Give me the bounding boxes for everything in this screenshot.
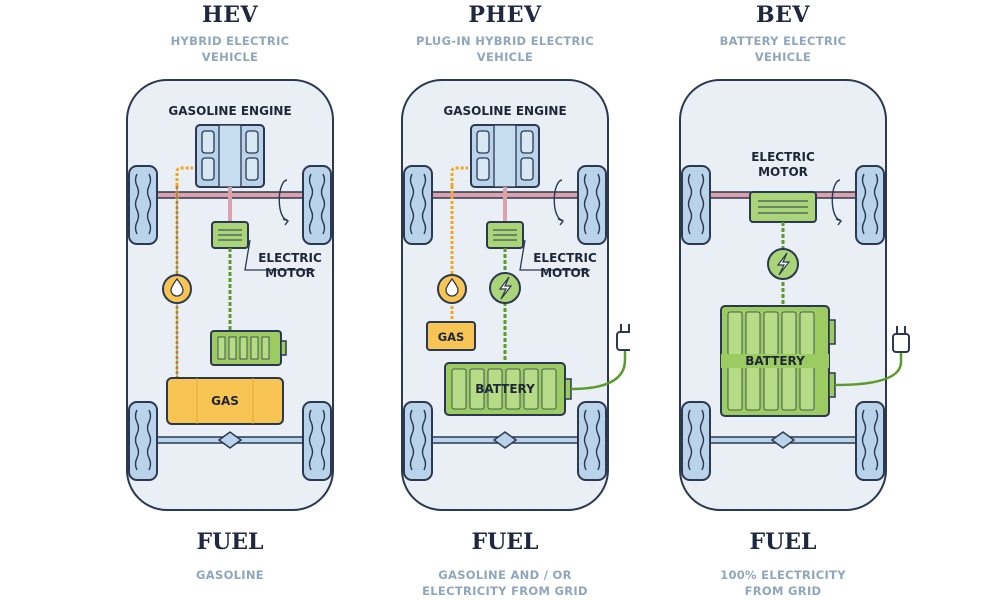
electric-motor (486, 221, 524, 249)
rotation-arrow-icon (553, 179, 563, 221)
battery (210, 330, 287, 366)
battery (444, 362, 572, 416)
charging-cable (834, 352, 903, 387)
battery (720, 305, 836, 417)
bev-title: BEV (756, 2, 810, 28)
rear-differential (217, 431, 243, 449)
hev-column: HEV HYBRID ELECTRIC VEHICLE (105, 0, 355, 600)
hev-subtitle: HYBRID ELECTRIC VEHICLE (170, 34, 290, 64)
electric-motor (211, 221, 249, 249)
gas-label: GAS (211, 394, 239, 408)
battery-label: BATTERY (475, 382, 535, 396)
engine-label: GASOLINE ENGINE (443, 104, 567, 118)
hev-diagram (126, 79, 334, 511)
rotation-arrow-icon (278, 179, 288, 221)
wheel-rear-right (855, 401, 885, 481)
motor-label: ELECTRIC MOTOR (751, 150, 815, 179)
phev-title: PHEV (468, 2, 542, 28)
charging-cable (570, 350, 627, 391)
plug-icon (892, 326, 910, 353)
phev-diagram (401, 79, 630, 511)
electric-motor (749, 191, 817, 223)
wheel-front-right (855, 165, 885, 245)
engine-label: GASOLINE ENGINE (168, 104, 292, 118)
rotation-arrow-icon (831, 179, 841, 221)
phev-subtitle: PLUG-IN HYBRID ELECTRIC VEHICLE (415, 34, 594, 64)
fuel-drop-icon (162, 274, 192, 304)
hev-fuel-title: FUEL (196, 529, 264, 555)
gasoline-engine (195, 124, 265, 188)
gas-tank (166, 377, 284, 425)
gas-label: GAS (437, 330, 465, 344)
rear-differential (492, 431, 518, 449)
wheel-rear-right (302, 401, 332, 481)
plug-icon (616, 324, 630, 351)
gas-tank (426, 321, 476, 351)
phev-column: PHEV PLUG-IN HYBRID ELECTRIC VEHICLE (380, 0, 630, 600)
wheel-front-left (128, 165, 158, 245)
bev-fuel-desc: 100% ELECTRICITY FROM GRID (720, 568, 846, 598)
battery-label: BATTERY (721, 354, 829, 368)
phev-fuel-desc: GASOLINE AND / OR ELECTRICITY FROM GRID (422, 568, 588, 598)
wheel-rear-left (128, 401, 158, 481)
fuel-line (450, 166, 468, 186)
bev-column: BEV BATTERY ELECTRIC VEHICLE (658, 0, 910, 600)
wheel-rear-left (681, 401, 711, 481)
gasoline-engine (470, 124, 540, 188)
wheel-front-left (681, 165, 711, 245)
fuel-drop-icon (437, 274, 467, 304)
hev-title: HEV (201, 2, 259, 28)
lightning-bolt-icon (489, 272, 521, 304)
rear-differential (770, 431, 796, 449)
bev-fuel-title: FUEL (749, 529, 817, 555)
motor-label: ELECTRIC MOTOR (258, 251, 322, 280)
bev-diagram (679, 79, 910, 511)
phev-fuel-title: FUEL (471, 529, 539, 555)
motor-label: ELECTRIC MOTOR (533, 251, 597, 280)
wheel-rear-left (403, 401, 433, 481)
wheel-front-right (577, 165, 607, 245)
fuel-line (175, 166, 193, 186)
wheel-front-right (302, 165, 332, 245)
lightning-bolt-icon (767, 248, 799, 280)
bev-subtitle: BATTERY ELECTRIC VEHICLE (719, 34, 847, 64)
wheel-front-left (403, 165, 433, 245)
wheel-rear-right (577, 401, 607, 481)
hev-fuel-desc: GASOLINE (196, 568, 264, 582)
